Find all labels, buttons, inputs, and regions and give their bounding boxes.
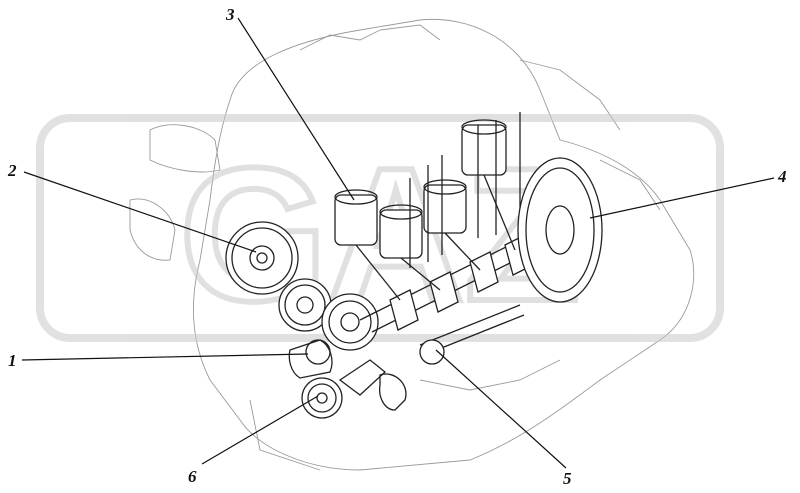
piston-1 bbox=[334, 189, 401, 301]
callout-4: 4 bbox=[589, 167, 787, 219]
pulley-hub bbox=[288, 339, 333, 379]
idler-gear bbox=[278, 278, 332, 332]
callout-1: 1 bbox=[8, 351, 309, 370]
crankshaft-gear bbox=[321, 293, 379, 351]
oil-pump bbox=[301, 359, 407, 419]
flywheel bbox=[517, 157, 603, 303]
push-rods bbox=[409, 112, 521, 268]
callout-6-label: 6 bbox=[188, 467, 197, 486]
callout-5-label: 5 bbox=[563, 469, 572, 488]
callout-4-label: 4 bbox=[777, 167, 787, 186]
piston-3 bbox=[423, 179, 481, 271]
callout-3-label: 3 bbox=[225, 5, 235, 24]
callout-1-label: 1 bbox=[8, 351, 17, 370]
camshaft bbox=[419, 304, 525, 365]
callout-5: 5 bbox=[435, 349, 572, 488]
callout-2: 2 bbox=[7, 161, 257, 253]
callout-2-label: 2 bbox=[7, 161, 17, 180]
piston-4 bbox=[461, 119, 516, 251]
piston-2 bbox=[379, 204, 441, 291]
callout-3: 3 bbox=[225, 5, 355, 201]
timing-gear-top bbox=[225, 221, 299, 295]
callout-6: 6 bbox=[188, 395, 319, 486]
